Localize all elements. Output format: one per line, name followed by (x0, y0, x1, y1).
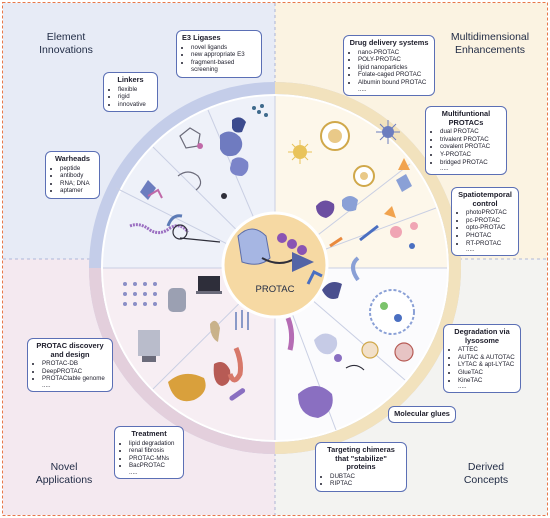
discovery-icons (123, 276, 222, 362)
e3-ligases-box: E3 Ligases novel ligands new appropriate… (176, 30, 262, 78)
discovery-item: PROTAC-DB (42, 360, 107, 368)
quadrant-title-br-line1: Derived (467, 461, 505, 473)
discovery-title: PROTAC discovery and design (36, 341, 104, 359)
lysosome-box: Degradation via lysosome ATTEC AUTAC & A… (443, 324, 521, 394)
spatiotemporal-item: pc-PROTAC (466, 217, 513, 225)
quadrant-title-top-left: Element Innovations (16, 31, 116, 56)
center-label: PROTAC (255, 284, 295, 295)
multifunctional-box: Multifuntional PROTACs dual PROTAC triva… (425, 106, 507, 176)
e3-item: new appropriate E3 (191, 51, 256, 59)
drug-delivery-item: Folate-caged PROTAC (358, 71, 429, 79)
quadrant-title-tr-line1: Multidimensional (450, 31, 530, 43)
discovery-box: PROTAC discovery and design PROTAC-DB De… (27, 338, 113, 392)
drug-delivery-title: Drug delivery systems (349, 38, 429, 47)
linkers-box: Linkers flexible rigid innovative (103, 72, 158, 113)
spatiotemporal-item: RT-PROTAC (466, 240, 513, 248)
quadrant-title-bottom-left: Novel Applications (14, 461, 114, 486)
outer-ring-pink-arc (89, 267, 276, 454)
linkers-item: rigid (118, 93, 152, 101)
drug-delivery-item: lipid nanoparticles (358, 64, 429, 72)
targeting-chimeras-title: Targeting chimeras that "stabilize" prot… (327, 445, 395, 472)
discovery-item: PROTACtable genome (42, 375, 107, 383)
treatment-ellipsis: ..... (129, 468, 138, 476)
quadrant-title-bl-line2: Applications (35, 473, 93, 486)
drug-delivery-ellipsis: ..... (358, 85, 367, 93)
e3-item: fragment-based screening (191, 59, 256, 74)
drug-delivery-item: nano-PROTAC (358, 49, 429, 57)
multifunctional-item: Y-PROTAC (440, 151, 501, 159)
treatment-item: PROTAC-MNs (129, 455, 178, 463)
drug-delivery-item: Albumin bound PROTAC (358, 79, 429, 87)
quadrant-title-top-right: Multidimensional Enhancements (440, 31, 540, 56)
quadrant-title-br-line2: Concepts (463, 473, 509, 486)
warheads-item: RNA; DNA (60, 180, 94, 188)
warheads-item: peptide (60, 165, 94, 173)
lysosome-title: Degradation via lysosome (454, 327, 510, 345)
warhead-icons (129, 180, 227, 243)
multifunctional-item: covalent PROTAC (440, 143, 501, 151)
discovery-ellipsis: ..... (42, 381, 51, 389)
quadrant-title-bl-line1: Novel (50, 461, 78, 473)
lysosome-ellipsis: ..... (458, 383, 467, 391)
chimera-icons (285, 269, 342, 418)
spatiotemporal-ellipsis: ..... (466, 246, 475, 254)
e3-item: novel ligands (191, 44, 256, 52)
warheads-box: Warheads peptide antibody RNA; DNA aptam… (45, 151, 100, 199)
lysosome-item: LYTAC & apt-LYTAC (458, 361, 515, 369)
warheads-title: Warheads (54, 154, 91, 163)
center-circle (221, 211, 329, 319)
quadrant-title-tl-line2: Innovations (39, 43, 93, 56)
treatment-item: renal fibrosis (129, 447, 178, 455)
spatiotemporal-title: Spatiotemporal control (458, 190, 512, 208)
linkers-item: flexible (118, 86, 152, 94)
warheads-item: aptamer (60, 187, 94, 195)
discovery-item: DeepPROTAC (42, 368, 107, 376)
linkers-item: innovative (118, 101, 152, 109)
treatment-title: Treatment (131, 429, 167, 438)
lysosome-item: KineTAC (458, 377, 515, 385)
drug-delivery-item: POLY-PROTAC (358, 56, 429, 64)
nanoparticle-icons (288, 120, 400, 187)
molecular-glues-title: Molecular glues (394, 409, 450, 418)
linker-icons (177, 127, 249, 191)
quadrant-title-tl-line1: Element (46, 31, 86, 43)
multifunctional-title: Multifuntional PROTACs (441, 109, 491, 127)
quadrant-title-tr-line2: Enhancements (454, 43, 526, 56)
drug-delivery-box: Drug delivery systems nano-PROTAC POLY-P… (343, 35, 435, 96)
treatment-box: Treatment lipid degradation renal fibros… (114, 426, 184, 479)
lysosome-item: GlueTAC (458, 369, 515, 377)
targeting-chimeras-item: RIPTAC (330, 480, 401, 488)
multifunctional-item: trivalent PROTAC (440, 136, 501, 144)
e3-ligases-title: E3 Ligases (182, 33, 221, 42)
molecular-glue-icons (314, 333, 365, 371)
multifunctional-item: bridged PROTAC (440, 159, 501, 167)
outer-ring-warm-arc (274, 82, 462, 454)
treatment-icons (168, 310, 249, 402)
protac-molecule-icon (237, 228, 314, 272)
quadrant-title-bottom-right: Derived Concepts (436, 461, 536, 486)
multifunctional-ellipsis: ..... (440, 165, 449, 173)
multifunctional-icons (316, 158, 412, 218)
lysosome-item: AUTAC & AUTOTAC (458, 354, 515, 362)
targeting-chimeras-box: Targeting chimeras that "stabilize" prot… (315, 442, 407, 492)
spatiotemporal-item: photoPROTAC (466, 209, 513, 217)
e3-ligase-icons (220, 104, 268, 157)
treatment-item: BacPROTAC (129, 462, 178, 470)
multifunctional-item: dual PROTAC (440, 128, 501, 136)
warheads-item: antibody (60, 172, 94, 180)
spatiotemporal-box: Spatiotemporal control photoPROTAC pc-PR… (451, 187, 519, 257)
lysosome-item: ATTEC (458, 346, 515, 354)
linkers-title: Linkers (117, 75, 144, 84)
targeting-chimeras-item: DUBTAC (330, 473, 401, 481)
spatiotemporal-icons (329, 222, 418, 249)
treatment-item: lipid degradation (129, 440, 178, 448)
spatiotemporal-item: PHOTAC (466, 232, 513, 240)
spatiotemporal-item: opto-PROTAC (466, 224, 513, 232)
molecular-glues-box: Molecular glues (388, 406, 456, 423)
lysosome-icons (351, 256, 415, 362)
